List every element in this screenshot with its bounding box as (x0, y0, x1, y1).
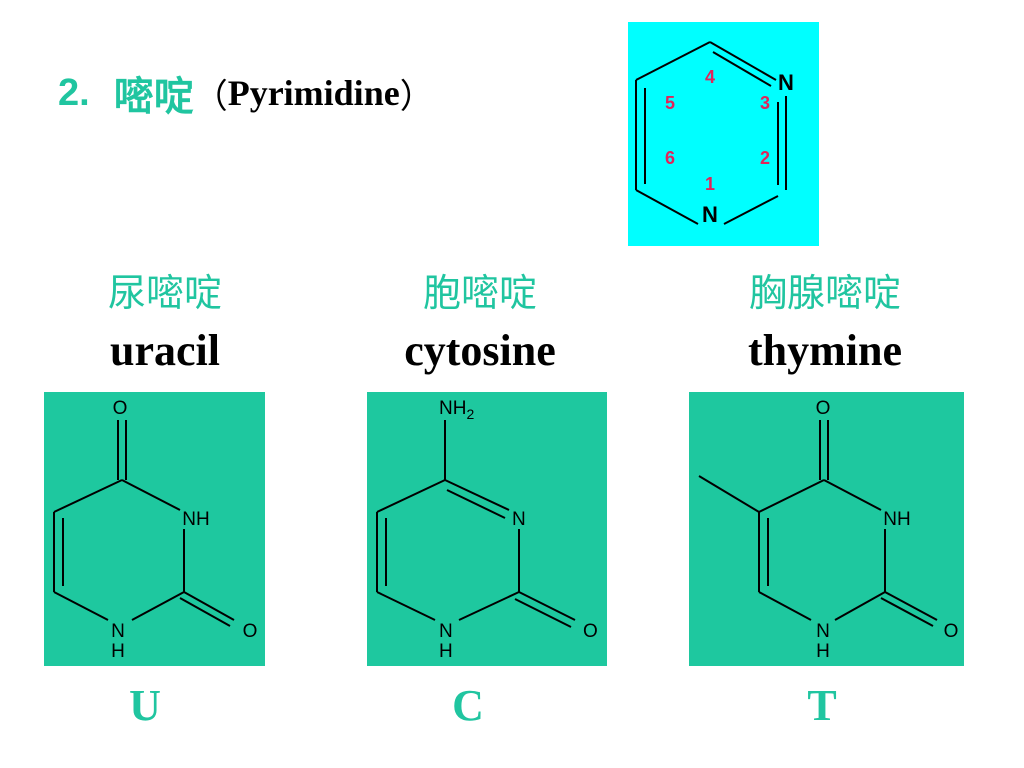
thymine-bottom-o: O (944, 621, 959, 642)
uracil-right-nh: NH (182, 509, 209, 530)
cytosine-top-nh2: NH2 (439, 398, 474, 422)
cytosine-bonds (376, 420, 576, 628)
title-number: 2. (58, 71, 90, 114)
cytosine-structure: NH2 N N H O (367, 392, 607, 666)
uracil-top-o: O (113, 398, 128, 419)
ring-n3-label: N (778, 70, 794, 95)
cytosine-letter: C (452, 681, 484, 730)
uracil-bonds (53, 420, 235, 627)
cytosine-bottom-o: O (583, 621, 598, 642)
uracil-letter: U (129, 681, 161, 730)
cytosine-panel-background (367, 392, 607, 666)
uracil-chinese-label: 尿嘧啶 (107, 271, 222, 315)
title-close-paren: ） (399, 76, 434, 117)
uracil-bottom-o: O (243, 621, 258, 642)
cytosine-top-subscript: 2 (466, 406, 474, 422)
cytosine-top-nh: NH (439, 398, 466, 419)
thymine-bottom-n: N (816, 621, 830, 642)
uracil-bottom-n: N (111, 621, 125, 642)
uracil-bottom-h: H (111, 641, 125, 662)
thymine-structure: O NH N H O (689, 392, 964, 666)
cytosine-bottom-h: H (439, 641, 453, 662)
uracil-panel-background (44, 392, 265, 666)
cytosine-right-n: N (512, 509, 526, 530)
ring-background (628, 22, 819, 246)
thymine-english-label: thymine (748, 326, 902, 375)
thymine-chinese-label: 胸腺嘧啶 (748, 271, 901, 315)
ring-position-5: 5 (665, 93, 675, 113)
thymine-bonds (698, 420, 938, 627)
slide-title: 2. 嘧啶 （ Pyrimidine ） (58, 58, 434, 128)
ring-position-1: 1 (705, 174, 715, 194)
cytosine-chinese-label: 胞嘧啶 (422, 271, 537, 315)
uracil-english-label: uracil (110, 326, 220, 375)
title-open-paren: （ (193, 76, 228, 117)
ring-position-4: 4 (705, 67, 715, 87)
ring-bonds (635, 41, 787, 225)
thymine-letter: T (807, 681, 837, 730)
thymine-top-o: O (816, 398, 831, 419)
title-english: Pyrimidine (227, 73, 400, 113)
ring-position-3: 3 (760, 93, 770, 113)
thymine-panel-background (689, 392, 964, 666)
uracil-structure: O NH N H O (44, 392, 265, 666)
pyrimidine-ring-diagram: N N 1 2 3 4 5 6 (628, 22, 819, 246)
thymine-right-nh: NH (883, 509, 910, 530)
ring-position-2: 2 (760, 148, 770, 168)
ring-position-6: 6 (665, 148, 675, 168)
title-chinese: 嘧啶 (113, 74, 194, 120)
thymine-bottom-h: H (816, 641, 830, 662)
ring-n1-label: N (702, 202, 718, 227)
cytosine-english-label: cytosine (404, 326, 556, 375)
cytosine-bottom-n: N (439, 621, 453, 642)
